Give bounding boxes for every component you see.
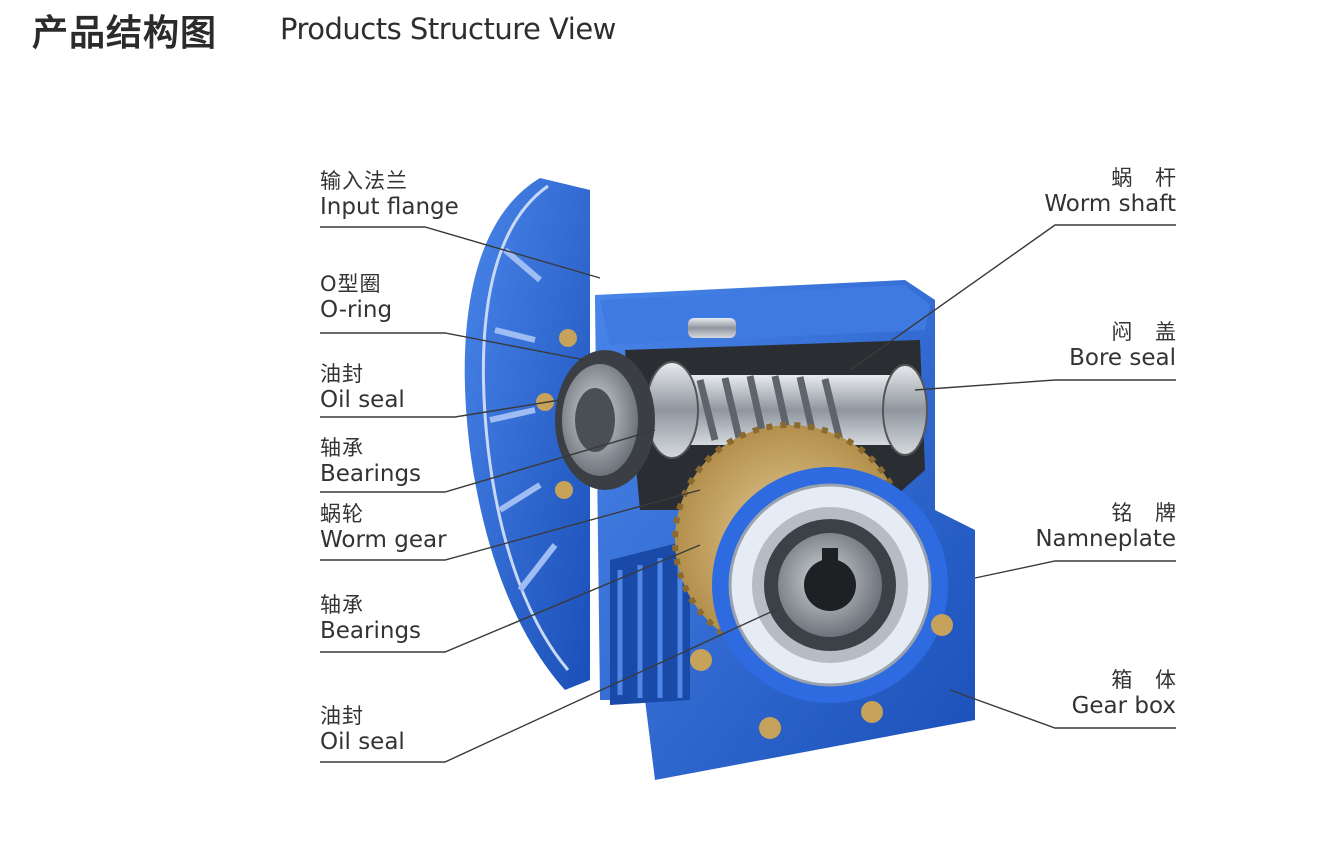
- label-worm-shaft: 蜗 杆 Worm shaft: [1044, 167, 1176, 216]
- label-cn: 蜗轮: [320, 502, 364, 526]
- label-cn: 轴承: [320, 593, 364, 617]
- input-hub-shape: [536, 329, 655, 499]
- label-gear-box: 箱 体 Gear box: [1072, 669, 1176, 718]
- label-cn: 油封: [320, 362, 364, 386]
- label-en: Input flange: [320, 194, 459, 221]
- label-en: Namneplate: [1035, 526, 1176, 553]
- label-nameplate: 铭 牌 Namneplate: [1035, 502, 1176, 551]
- label-cn: 油封: [320, 704, 364, 728]
- label-cn: O型圈: [320, 272, 382, 296]
- label-input-flange: 输入法兰 Input flange: [320, 170, 459, 219]
- label-en: Worm shaft: [1044, 191, 1176, 218]
- label-en: Bore seal: [1069, 345, 1176, 372]
- page-title-en: Products Structure View: [280, 12, 616, 46]
- label-cn: 闷 盖: [1111, 320, 1184, 344]
- label-en: Bearings: [320, 618, 422, 645]
- label-cn: 轴承: [320, 436, 364, 460]
- label-cn: 蜗 杆: [1111, 166, 1184, 190]
- label-en: Oil seal: [320, 387, 405, 414]
- leader-lines: [320, 224, 1176, 763]
- label-o-ring: O型圈 O-ring: [320, 273, 392, 322]
- label-en: O-ring: [320, 297, 393, 324]
- page-title-cn: 产品结构图: [32, 13, 218, 54]
- label-worm-gear: 蜗轮 Worm gear: [320, 503, 447, 552]
- label-bearings-output: 轴承 Bearings: [320, 594, 421, 643]
- worm-shaft-shape: [645, 361, 928, 459]
- label-en: Gear box: [1071, 693, 1176, 720]
- label-cn: 输入法兰: [320, 169, 408, 193]
- label-en: Bearings: [320, 461, 422, 488]
- label-cn: 铭 牌: [1111, 501, 1184, 525]
- label-bore-seal: 闷 盖 Bore seal: [1069, 321, 1176, 370]
- output-bearing-shape: [690, 467, 953, 739]
- label-bearings-input: 轴承 Bearings: [320, 437, 421, 486]
- label-en: Oil seal: [320, 729, 405, 756]
- label-oil-seal-input: 油封 Oil seal: [320, 363, 405, 412]
- label-oil-seal-output: 油封 Oil seal: [320, 705, 405, 754]
- label-en: Worm gear: [320, 527, 447, 554]
- label-cn: 箱 体: [1111, 668, 1184, 692]
